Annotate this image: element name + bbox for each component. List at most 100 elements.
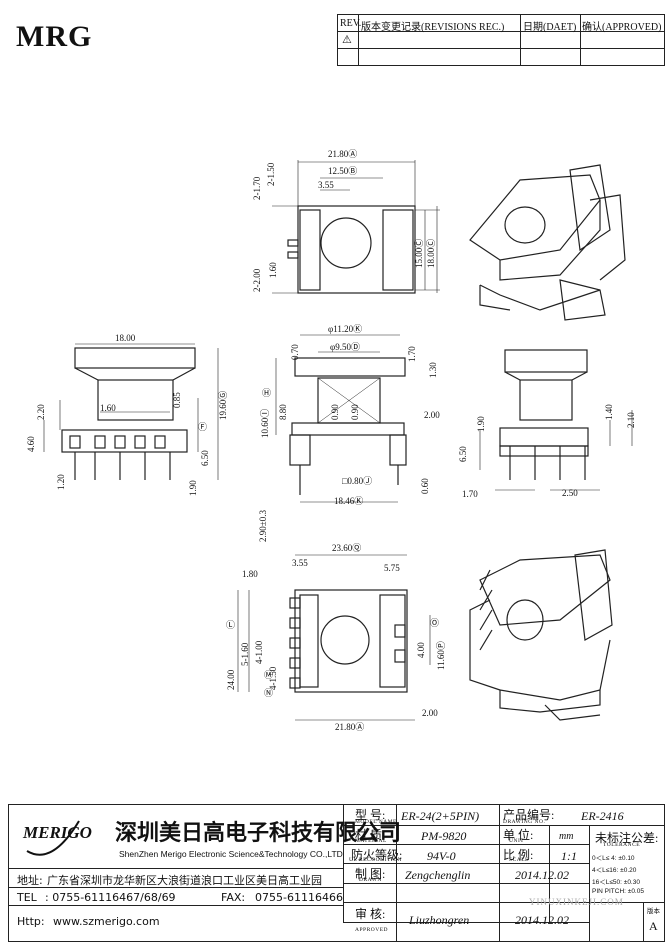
dim-bottom-i: 2.00 — [422, 708, 438, 718]
tolerance-row-3: 16＜L≤50: ±0.30 — [592, 879, 640, 886]
http-label: Http: — [17, 915, 45, 928]
dim-top-h1: 15.00Ⓒ — [414, 239, 424, 268]
tel-label: TEL — [17, 891, 37, 904]
tolerance-row-4: PIN PITCH: ±0.05 — [592, 888, 644, 895]
dim-bottom-a: 1.80 — [242, 569, 258, 579]
drawn-by: Zengchenglin — [405, 868, 471, 882]
dim-front-d: 4.60 — [26, 436, 36, 452]
address-label: 地址: — [17, 874, 43, 887]
version-value: A — [649, 919, 658, 933]
front-view — [43, 343, 219, 480]
side-view — [479, 349, 633, 491]
revision-table: REV. 版本变更记录(REVISIONS REC.) 日期(DAET) 确认(… — [337, 14, 665, 66]
dim-top-c: 2-2.00 — [252, 268, 262, 292]
material-value: PM-9820 — [421, 829, 467, 843]
dim-side-d: 1.90 — [476, 416, 486, 432]
dim-section-outer-dia: φ11.20Ⓚ — [328, 324, 362, 334]
dim-front-width: 18.00 — [115, 333, 136, 343]
unit-label: 单 位: — [503, 828, 534, 842]
drawn-label: 制 图: — [355, 867, 386, 881]
drawing-no-sub: DRAWING NO. — [503, 819, 546, 825]
dim-bottom-g: 11.60Ⓟ — [436, 641, 446, 670]
isometric-view-top — [469, 164, 626, 321]
dim-bottom-c: 5.75 — [384, 563, 400, 573]
isometric-view-bottom — [469, 549, 613, 721]
dim-side-a: 1.40 — [604, 404, 614, 420]
material-sub: MATERIAL — [355, 838, 387, 844]
website-link[interactable]: www.szmerigo.com — [53, 915, 160, 928]
company-chinese-name: 深圳美日高电子科技有限公司 — [115, 821, 402, 846]
dim-top-h2: 18.00Ⓒ — [426, 239, 436, 268]
scale-sub: SCALE — [509, 857, 529, 863]
fire-value: 94V-0 — [427, 849, 456, 863]
tolerance-row-2: 4＜L≤16: ±0.20 — [592, 867, 637, 874]
dim-bottom-d: 5-1.60 — [240, 642, 250, 666]
dim-bottom-width: 23.60Ⓠ — [332, 543, 361, 553]
dim-section-b: 1.70 — [407, 346, 417, 362]
unit-value: mm — [559, 831, 574, 842]
dim-top-b: 2-1.70 — [252, 176, 262, 200]
dim-section-e: 0.90 — [330, 404, 340, 420]
dim-side-e: 1.70 — [462, 489, 478, 499]
dim-side-f: 2.50 — [562, 488, 578, 498]
fax-label: FAX: — [221, 891, 246, 904]
dim-front-c: 0.85 — [172, 392, 182, 408]
version-label: 版本 — [647, 908, 660, 915]
dim-bottom-b: 3.55 — [292, 558, 308, 568]
dim-bottom-e: 4-1.00 — [254, 640, 264, 664]
dim-front-g: 1.90 — [188, 480, 198, 496]
dim-bottom-base-width: 21.80Ⓐ — [335, 722, 364, 732]
approved-label: 审 核: — [355, 907, 386, 921]
rev-header: REV. — [340, 18, 362, 29]
drawing-no-value: ER-2416 — [581, 809, 624, 823]
rev-approved-header: 确认(APPROVED) — [582, 22, 662, 33]
dim-side-c: 6.50 — [458, 446, 468, 462]
dim-bottom-l-marker: Ⓛ — [226, 620, 235, 630]
dim-section-width: 18.46Ⓚ — [334, 496, 363, 506]
dim-bottom-m-marker: Ⓜ — [264, 670, 273, 680]
dim-front-e: 6.50 — [200, 450, 210, 466]
tel: : 0755-61116467/68/69 — [45, 891, 176, 904]
dim-front-height: 19.60Ⓖ — [218, 391, 228, 420]
dim-bottom-n-marker: Ⓝ — [264, 688, 273, 698]
scale-value: 1:1 — [561, 849, 577, 863]
fax: 0755-61116466 — [255, 891, 343, 904]
dim-section-pin-length: 2.90±0.3 — [258, 510, 268, 542]
dim-top-offset: 3.55 — [318, 180, 334, 190]
drawing-no-label: 产品编号: — [503, 808, 555, 822]
dim-top-width: 21.80Ⓐ — [328, 149, 357, 159]
model-sub: MODEL NAME — [355, 819, 397, 825]
fire-label: 防火等级: — [351, 848, 403, 862]
dim-top-d: 1.60 — [268, 262, 278, 278]
dim-section-d: 8.80 — [278, 404, 288, 420]
dim-section-h-marker: Ⓗ — [262, 388, 271, 398]
dim-section-height: 10.60Ⓘ — [260, 409, 270, 438]
top-view — [272, 160, 440, 294]
dim-front-b: 1.60 — [100, 403, 116, 413]
dim-section-g: 2.00 — [424, 410, 440, 420]
fire-sub: UL RECOGNITION — [349, 857, 403, 863]
dim-front-f: 1.20 — [56, 474, 66, 490]
dim-bottom-height: 24.00 — [226, 669, 236, 690]
tolerance-sub: TOLERANCE — [603, 842, 641, 848]
drawing-views: 21.80Ⓐ 12.50Ⓑ 3.55 2-1.50 2-1.70 2-2.00 … — [26, 149, 636, 732]
rev-record-header: 版本变更记录(REVISIONS REC.) — [361, 22, 505, 33]
model-value: ER-24(2+5PIN) — [401, 809, 480, 823]
dim-top-inner: 12.50Ⓑ — [328, 166, 357, 176]
company-english-name: ShenZhen Merigo Electronic Science&Techn… — [119, 849, 343, 859]
dim-bottom-f: 4-1.50 — [268, 666, 278, 690]
dim-section-f: 0.90 — [350, 404, 360, 420]
dim-section-c: 1.30 — [428, 362, 438, 378]
model-label: 型 号: — [355, 808, 386, 822]
drawn-date: 2014.12.02 — [515, 868, 569, 882]
address: 广东省深圳市龙华新区大浪街道浪口工业区美日高工业园 — [47, 874, 322, 887]
approved-date: 2014.12.02 — [515, 913, 569, 927]
dim-section-h: 0.60 — [420, 478, 430, 494]
dim-section-a: 0.70 — [290, 344, 300, 360]
bottom-view — [237, 554, 431, 721]
warning-triangle-icon: ⚠ — [342, 34, 352, 46]
dim-bottom-o-marker: Ⓞ — [430, 618, 439, 628]
scale-label: 比 例: — [503, 848, 534, 862]
dim-section-inner-dia: φ9.50Ⓓ — [330, 342, 360, 352]
